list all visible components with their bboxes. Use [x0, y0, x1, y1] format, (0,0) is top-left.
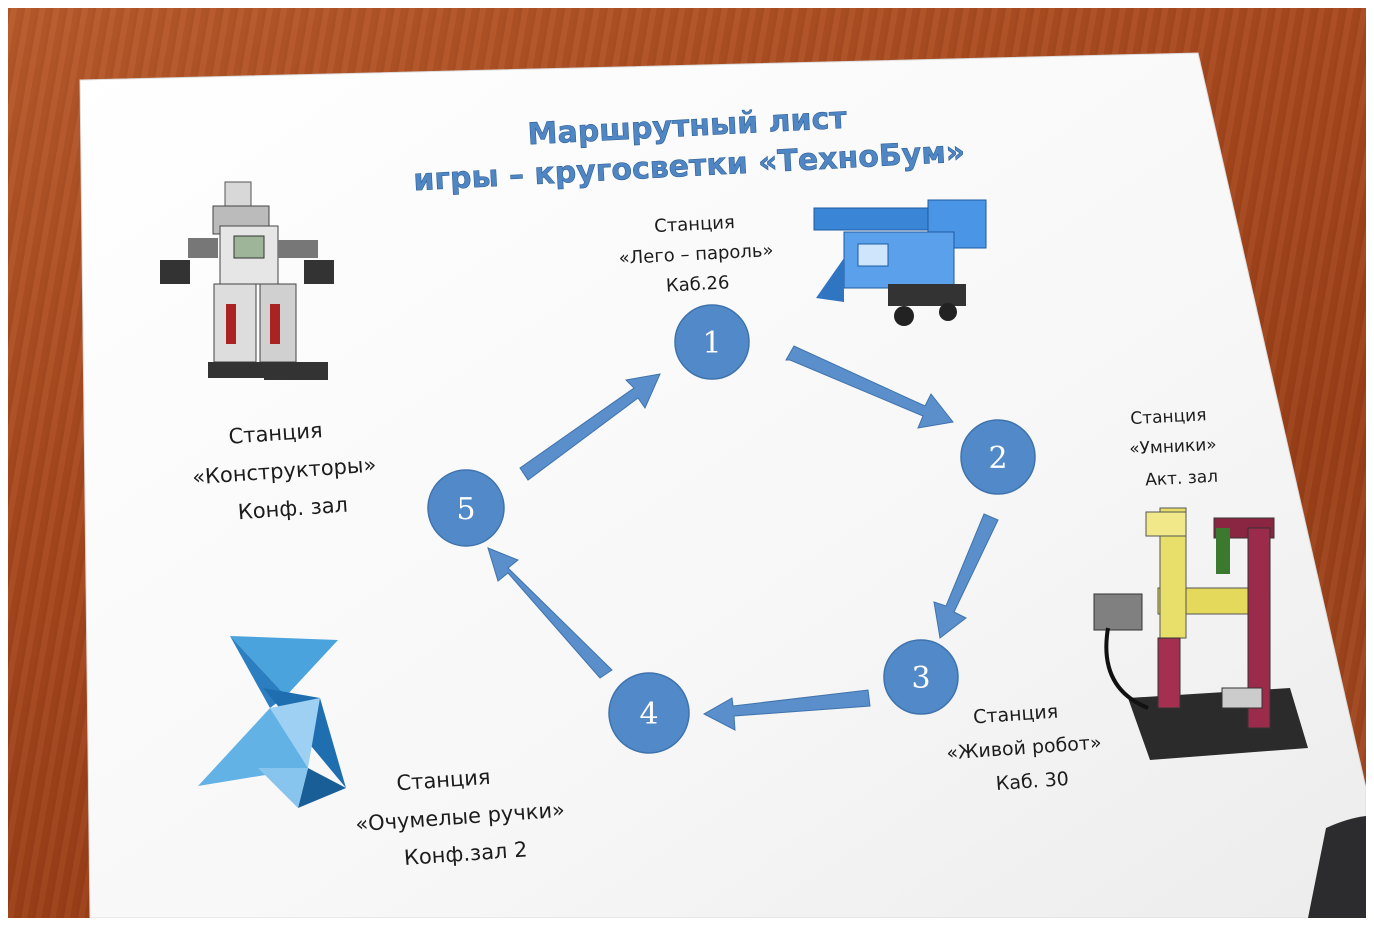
arrow-3-to-4 — [702, 689, 871, 731]
station-2-label: Станция — [1130, 405, 1207, 429]
station-2-caption: Станция «Умники» Акт. зал — [1129, 405, 1219, 491]
station-number-1: 1 — [702, 326, 721, 361]
station-circle-2 — [960, 419, 1036, 495]
station-circle-4 — [608, 672, 690, 754]
station-circle-5 — [427, 469, 505, 547]
station-1-caption: Станция «Лего – пароль» Каб.26 — [618, 212, 774, 297]
dark-object-corner — [1308, 816, 1366, 918]
arrow-5-to-1 — [519, 373, 661, 481]
robot-image — [160, 181, 334, 380]
station-2-name: «Умники» — [1129, 435, 1217, 460]
station-number-5: 5 — [456, 492, 475, 527]
arrow-1-to-2 — [785, 345, 954, 429]
station-number-2: 2 — [988, 441, 1007, 476]
arrow-4-to-5 — [487, 547, 613, 679]
arrow-2-to-3 — [933, 513, 999, 639]
paper-sheet — [79, 52, 1366, 918]
lego-plane-image — [813, 199, 987, 326]
station-1-label: Станция — [654, 212, 736, 237]
station-number-4: 4 — [639, 697, 658, 732]
route-sheet: Маршрутный лист игры – кругосветки «Техн… — [79, 52, 1366, 918]
origami-bird-logo — [198, 636, 346, 808]
station-circle-1 — [674, 304, 750, 380]
photo: Маршрутный лист игры – кругосветки «Техн… — [8, 8, 1366, 918]
station-2-room: Акт. зал — [1145, 467, 1219, 491]
lego-giraffe-image — [1093, 507, 1308, 760]
station-number-3: 3 — [911, 661, 930, 696]
station-1-room: Каб.26 — [665, 272, 730, 296]
station-3-room: Каб. 30 — [995, 768, 1069, 795]
station-circle-3 — [883, 639, 959, 715]
